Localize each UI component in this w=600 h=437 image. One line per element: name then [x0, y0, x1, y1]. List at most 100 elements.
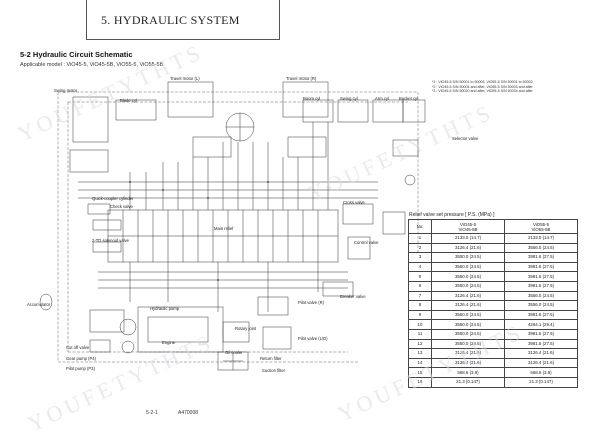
vio55-pressure: 3126.4 (21.6): [504, 348, 578, 359]
vio45-pressure: 568.6 (3.9): [431, 367, 505, 378]
row-number: 8: [408, 300, 432, 311]
note-1: *1 : ViO45-5 S/N 50001 to 50003, ViO55-5…: [432, 80, 533, 84]
vio55-pressure: 21.3 (0.147): [504, 376, 578, 388]
vio45-pressure: 3550.0 (24.5): [431, 328, 505, 340]
vio45-pressure: 3550.0 (24.5): [431, 338, 505, 350]
vio55-pressure: 3981.6 (27.5): [504, 261, 578, 273]
label-accumulator: Accumulator: [27, 302, 51, 307]
label-engine: Engine: [162, 340, 176, 345]
label-pilot-valve-r: Pilot valve (R): [298, 300, 325, 305]
label-solenoid-valve: 2-TD solenoid valve: [92, 238, 130, 243]
relief-table-title: Relief valve set pressure [ P.S. (MPa) ]: [409, 212, 495, 218]
vio45-pressure: 3126.4 (21.6): [431, 300, 505, 311]
label-selector-valve: Selector valve: [452, 136, 479, 141]
label-breaker-valve: Breaker valve: [340, 294, 366, 299]
label-rotary-joint: Rotary joint: [235, 326, 257, 331]
table-header-no: No.: [408, 219, 432, 234]
vio55-pressure: 4264.1 (29.4): [504, 319, 578, 330]
label-main-relief: Main relief: [214, 226, 234, 231]
label-swing-cyl: Swing cyl: [340, 96, 358, 101]
label-control-valve: Control valve: [354, 240, 379, 245]
vio45-pressure: 3126.4 (21.6): [431, 242, 505, 254]
label-gear-pump: Gear pump (P4): [66, 356, 97, 361]
label-travel-motor-r: Travel motor (R): [286, 76, 317, 81]
vio45-pressure: 3550.0 (24.5): [431, 319, 505, 330]
row-number: 9: [408, 309, 432, 321]
vio45-pressure: 3126.4 (21.6): [431, 348, 505, 359]
row-number: 1: [408, 233, 432, 244]
row-number: 14: [408, 357, 432, 369]
label-oil-cooler: Oil cooler: [225, 350, 243, 355]
note-2: *2 : ViO45-5 S/N 50004 and after, ViO55-…: [432, 84, 533, 89]
model-notes: *1 : ViO45-5 S/N 50001 to 50003, ViO55-5…: [432, 80, 582, 94]
vio45-pressure: 3126.4 (21.6): [431, 357, 505, 369]
vio55-pressure: 3556.0 (24.5): [504, 300, 578, 311]
row-number: 3: [408, 252, 432, 263]
vio45-pressure: 3550.0 (24.5): [431, 261, 505, 273]
row-number: 16: [408, 376, 432, 388]
label-quick-coupler: Quick-coupler cylinder: [92, 196, 134, 201]
row-number: 6: [408, 280, 432, 292]
label-return-filter: Return filter: [260, 356, 282, 361]
label-suction-filter: Suction filter: [262, 368, 286, 373]
page-header-title: 5. HYDRAULIC SYSTEM: [101, 13, 240, 27]
vio55-pressure: 3981.6 (27.5): [504, 271, 578, 282]
header-box: 5. HYDRAULIC SYSTEM: [86, 0, 280, 40]
row-number: 13: [408, 348, 432, 359]
row-number: 12: [408, 338, 432, 350]
row-number: 10: [408, 319, 432, 330]
document-code: A470008: [178, 410, 199, 416]
vio55-pressure: 3556.0 (24.5): [504, 290, 578, 302]
section-title: 5-2 Hydraulic Circuit Schematic: [20, 50, 133, 59]
row-number: 5: [408, 271, 432, 282]
label-arm-cyl: Arm cyl: [375, 96, 389, 101]
row-number: 4: [408, 261, 432, 273]
label-cross-valve: Cross valve: [343, 200, 365, 205]
hydraulic-schematic: [39, 81, 426, 371]
vio45-pressure: 3126.4 (21.6): [431, 290, 505, 302]
row-number: 7: [408, 290, 432, 302]
vio45-pressure: 3550.0 (24.5): [431, 271, 505, 282]
label-pilot-pump: Pilot pump (P3): [66, 366, 95, 371]
vio55-pressure: 3981.6 (27.5): [504, 309, 578, 321]
vio45-pressure: 21.3 (0.147): [431, 376, 505, 388]
vio55-pressure: 3981.6 (27.5): [504, 328, 578, 340]
label-boom-cyl: Boom cyl: [303, 96, 321, 101]
vio45-pressure: 3550.0 (24.5): [431, 280, 505, 292]
label-swing-motor: Swing motor: [54, 88, 78, 93]
page-number: 5-2-1: [146, 410, 158, 416]
vio55-pressure: 3981.6 (27.5): [504, 280, 578, 292]
table-header-row: No. ViO45-5 ViO45-5B ViO55-5 ViO55-5B: [408, 219, 578, 234]
row-number: 2: [408, 242, 432, 254]
vio55-pressure: 3981.6 (27.5): [504, 252, 578, 263]
vio55-pressure: 3126.4 (21.6): [504, 357, 578, 369]
label-check-valve: Check valve: [110, 204, 133, 209]
vio45-pressure: 3550.0 (24.5): [431, 309, 505, 321]
label-hydraulic-pump: Hydraulic pump: [150, 306, 180, 311]
note-3: *3 : ViO45-5 S/N 50020 and after, ViO55-…: [432, 89, 533, 94]
vio55-pressure: 3556.0 (24.5): [504, 242, 578, 254]
label-bucket-cyl: Bucket cyl: [399, 96, 419, 101]
applicable-models: Applicable model : ViO45-5, ViO45-5B, Vi…: [20, 62, 164, 68]
row-number: 15: [408, 367, 432, 378]
vio55-pressure: 3981.6 (27.5): [504, 338, 578, 350]
table-header-vio55: ViO55-5 ViO55-5B: [504, 219, 578, 234]
label-pilot-valve-l: Pilot valve (L/D): [298, 336, 328, 341]
